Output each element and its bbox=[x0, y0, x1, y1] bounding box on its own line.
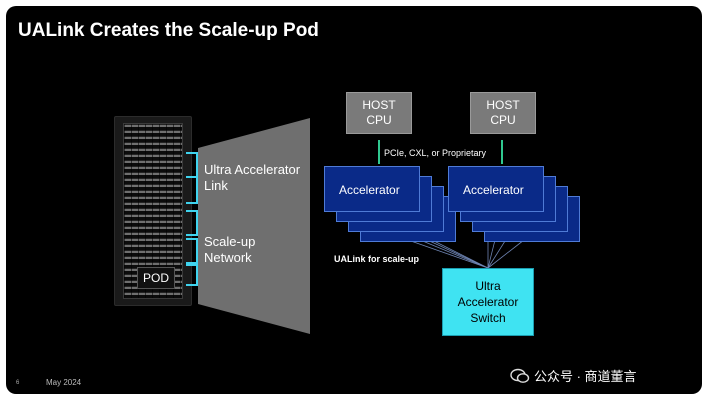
ultra-accelerator-link-label: Ultra Accelerator Link bbox=[204, 162, 301, 193]
slide-title: UALink Creates the Scale-up Pod bbox=[18, 20, 319, 41]
link-bracket-3 bbox=[186, 210, 198, 236]
pod-label: POD bbox=[137, 267, 175, 289]
link-bracket-2 bbox=[186, 176, 198, 204]
slide-date: May 2024 bbox=[46, 378, 82, 387]
slide: UALink Creates the Scale-up Pod POD Ultr… bbox=[6, 6, 702, 394]
scale-up-network-label: Scale-up Network bbox=[204, 234, 256, 265]
zoom-panel bbox=[198, 118, 310, 334]
accelerator-card: Accelerator bbox=[324, 166, 420, 212]
accelerator-card: Accelerator bbox=[448, 166, 544, 212]
ualink-label: UALink for scale-up bbox=[334, 254, 420, 264]
watermark-text: 公众号 · 商道董言 bbox=[534, 369, 637, 384]
slide-number: 6 bbox=[16, 380, 20, 386]
host-link-label: PCIe, CXL, or Proprietary bbox=[384, 148, 487, 158]
ultra-accelerator-switch: Ultra Accelerator Switch bbox=[442, 268, 534, 336]
wechat-icon bbox=[510, 368, 530, 383]
link-bracket-4 bbox=[186, 238, 198, 264]
link-bracket-5 bbox=[186, 264, 198, 286]
